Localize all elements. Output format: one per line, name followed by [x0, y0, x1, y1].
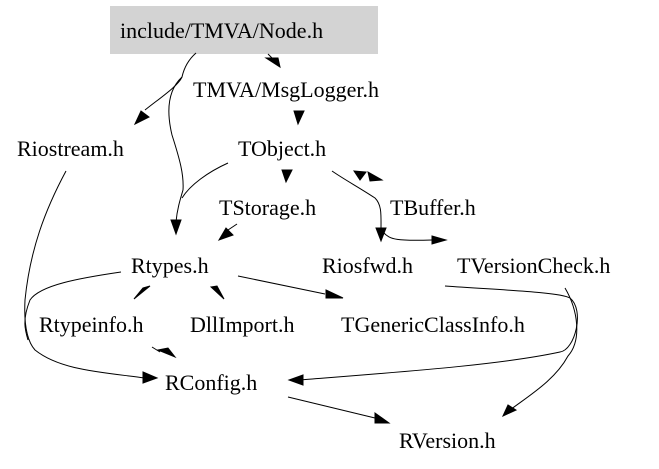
- arrowhead-tobject-to-riosfwd: [375, 227, 387, 243]
- arrowhead-rconfig-to-rversion: [374, 412, 391, 424]
- arrowhead-rtypes-to-dllimport: [209, 285, 225, 300]
- edge-tobject-to-riosfwd: [331, 170, 382, 231]
- node-tstorage-h[interactable]: TStorage.h: [219, 195, 316, 220]
- arrowhead-to-rconfig-left: [142, 371, 159, 384]
- node-rconfig-h[interactable]: RConfig.h: [165, 370, 257, 395]
- edge-node-to-rtypes: [168, 76, 184, 223]
- arrowhead-tobject-to-tversioncheck: [431, 235, 448, 245]
- edge-rtypes-to-tgenericclassinfo: [237, 275, 326, 295]
- node-include-tmva-node-h[interactable]: include/TMVA/Node.h: [120, 18, 323, 43]
- node-riostream-h[interactable]: Riostream.h: [17, 136, 124, 161]
- node-tgenericclassinfo-h[interactable]: TGenericClassInfo.h: [341, 312, 525, 337]
- arrowhead-tobject-to-tstorage: [281, 169, 293, 184]
- edge-rtypeinfo-to-rconfig: [151, 346, 161, 353]
- arrowhead-tobject-to-tbuffer: [367, 171, 384, 182]
- edges: [24, 52, 578, 424]
- edge-riostream-to-rconfig: [24, 170, 146, 379]
- edge-tversioncheck-to-rversion: [509, 287, 578, 411]
- arrowhead-tstorage-to-rtypes: [217, 227, 234, 241]
- node-tbuffer-h[interactable]: TBuffer.h: [390, 195, 476, 220]
- node-rversion-h[interactable]: RVersion.h: [399, 428, 496, 453]
- edge-riosfwd-to-rconfig: [299, 285, 578, 381]
- root-node-box[interactable]: [110, 6, 378, 54]
- node-dllimport-h[interactable]: DllImport.h: [190, 312, 295, 337]
- arrowhead-riosfwd-to-rconfig: [287, 374, 304, 386]
- edge-node-to-riostream: [144, 52, 197, 111]
- node-riosfwd-h[interactable]: Riosfwd.h: [322, 253, 413, 278]
- arrowhead-msglogger-to-tobject: [293, 110, 305, 126]
- arrowhead-node-to-msglogger: [264, 57, 281, 69]
- arrowhead-rtypes-to-rtypeinfo: [133, 285, 151, 300]
- edge-node-to-msglogger: [267, 53, 273, 59]
- edge-tobject-to-rtypes: [181, 162, 229, 199]
- arrowhead-tbuffer-to-tobject: [353, 170, 367, 181]
- arrowhead-rtypeinfo-to-rconfig: [156, 347, 177, 359]
- node-rtypeinfo-h[interactable]: Rtypeinfo.h: [39, 312, 144, 337]
- node-tversioncheck-h[interactable]: TVersionCheck.h: [457, 253, 610, 278]
- arrowhead-rtypes-to-tgenericclassinfo: [325, 289, 344, 299]
- arrowhead-tversioncheck-to-rversion: [501, 404, 518, 418]
- node-labels: include/TMVA/Node.h TMVA/MsgLogger.h Rio…: [17, 18, 610, 453]
- edge-rtypes-to-rconfig: [24, 271, 122, 341]
- node-rtypes-h[interactable]: Rtypes.h: [131, 253, 209, 278]
- edge-rconfig-to-rversion: [287, 396, 376, 419]
- edge-tobject-to-tversioncheck: [382, 231, 433, 241]
- node-tmva-msglogger-h[interactable]: TMVA/MsgLogger.h: [193, 77, 379, 102]
- node-tobject-h[interactable]: TObject.h: [238, 136, 326, 161]
- edge-tstorage-to-rtypes: [227, 223, 238, 231]
- arrowhead-node-to-rtypes: [170, 219, 182, 236]
- arrowhead-node-to-riostream: [133, 110, 150, 126]
